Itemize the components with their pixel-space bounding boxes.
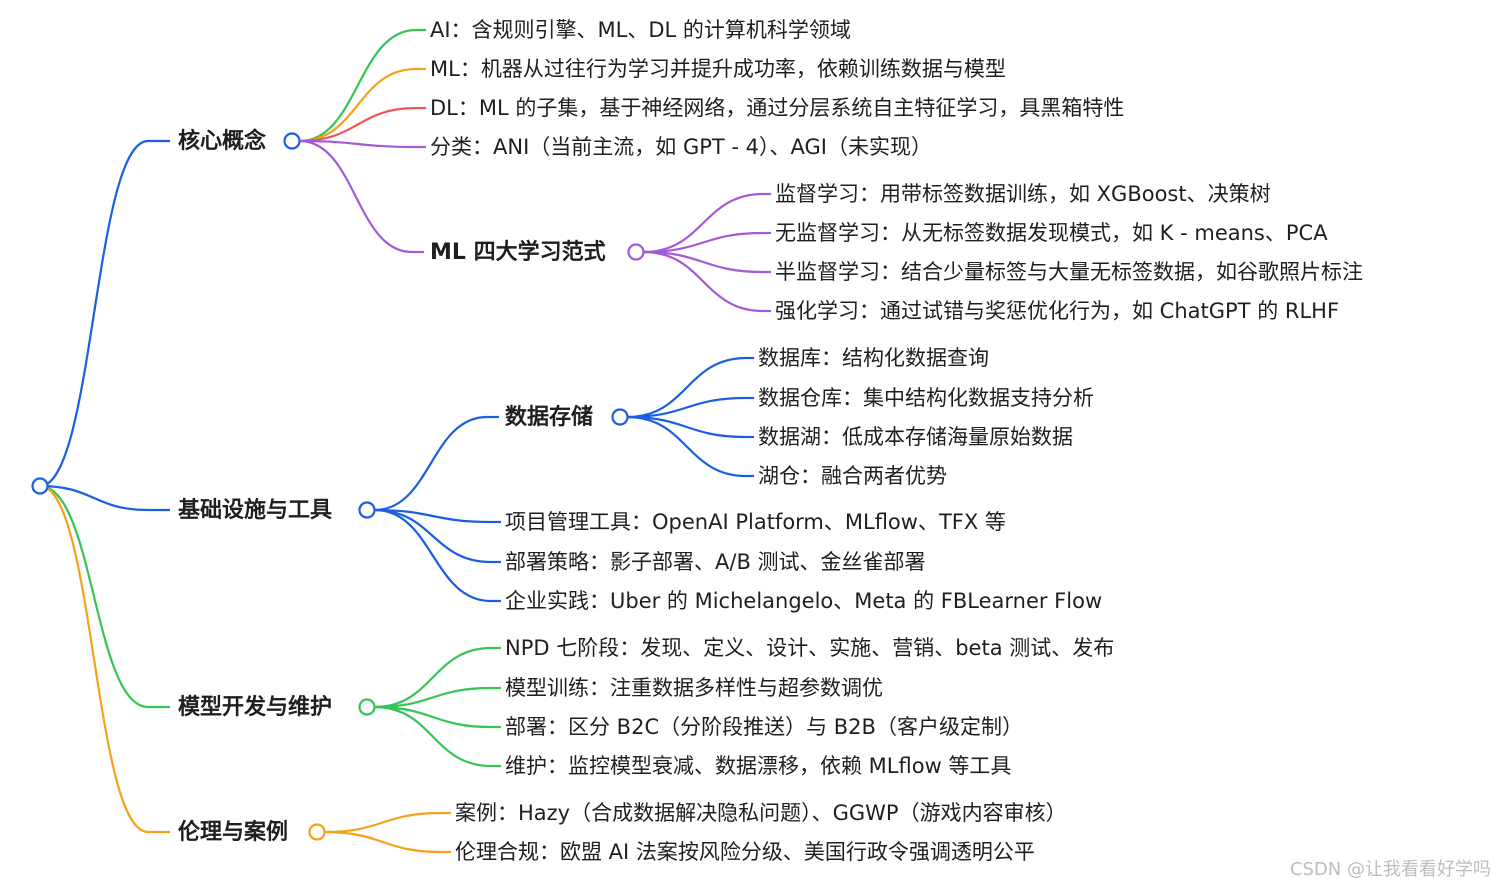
branch-node-circle[interactable] <box>308 823 326 841</box>
leaf-connector <box>627 356 747 419</box>
leaf-text: 项目管理工具：OpenAI Platform、MLflow、TFX 等 <box>505 510 1006 534</box>
branch-title: 模型开发与维护 <box>178 694 332 720</box>
branch-node-circle[interactable] <box>358 501 376 519</box>
leaf-text: 湖仓：融合两者优势 <box>758 464 947 488</box>
leaf-text: 半监督学习：结合少量标签与大量无标签数据，如谷歌照片标注 <box>775 260 1363 284</box>
root-branch-connector <box>39 139 149 488</box>
leaf-text: 部署策略：影子部署、A/B 测试、金丝雀部署 <box>505 550 926 574</box>
leaf-connector <box>374 705 492 768</box>
branch-title: 核心概念 <box>178 128 266 154</box>
root-branch-connector <box>39 484 149 709</box>
leaf-connector <box>299 67 417 143</box>
leaf-connector <box>643 250 764 313</box>
leaf-text: AI：含规则引擎、ML、DL 的计算机科学领域 <box>430 18 851 42</box>
leaf-text: 数据库：结构化数据查询 <box>758 346 989 370</box>
branch-child-connector <box>299 139 413 254</box>
leaf-connector <box>374 686 492 709</box>
leaf-connector <box>374 705 492 729</box>
leaf-connector <box>374 508 492 524</box>
leaf-text: 维护：监控模型衰减、数据漂移，依赖 MLflow 等工具 <box>505 754 1011 778</box>
leaf-text: 分类：ANI（当前主流，如 GPT - 4）、AGI（未实现） <box>430 135 932 159</box>
leaf-text: DL：ML 的子集，基于神经网络，通过分层系统自主特征学习，具黑箱特性 <box>430 96 1124 120</box>
leaf-connector <box>643 231 764 254</box>
leaf-text: 模型训练：注重数据多样性与超参数调优 <box>505 676 883 700</box>
leaf-text: 无监督学习：从无标签数据发现模式，如 K - means、PCA <box>775 221 1328 245</box>
leaf-connector <box>643 192 764 254</box>
leaf-text: NPD 七阶段：发现、定义、设计、实施、营销、beta 测试、发布 <box>505 636 1114 660</box>
root-branch-connector <box>39 484 149 512</box>
sub-branch-title: 数据存储 <box>505 404 593 430</box>
sub-branch-node-circle[interactable] <box>611 408 629 426</box>
leaf-connector <box>627 415 747 439</box>
leaf-text: 数据仓库：集中结构化数据支持分析 <box>758 386 1094 410</box>
leaf-text: 部署：区分 B2C（分阶段推送）与 B2B（客户级定制） <box>505 715 1023 739</box>
branch-title: 基础设施与工具 <box>178 497 332 523</box>
leaf-text: 数据湖：低成本存储海量原始数据 <box>758 425 1073 449</box>
leaf-connector <box>627 396 747 419</box>
watermark: CSDN @让我看看好学吗 <box>1289 859 1491 880</box>
leaf-connector <box>324 811 442 834</box>
sub-branch-title: ML 四大学习范式 <box>430 239 606 265</box>
leaf-connector <box>374 508 492 603</box>
leaf-connector <box>299 106 417 143</box>
leaf-connector <box>374 646 492 709</box>
leaf-text: 案例：Hazy（合成数据解决隐私问题）、GGWP（游戏内容审核） <box>455 801 1067 825</box>
leaf-text: 企业实践：Uber 的 Michelangelo、Meta 的 FBLearne… <box>505 589 1102 613</box>
leaf-connector <box>374 508 492 564</box>
leaf-text: 强化学习：通过试错与奖惩优化行为，如 ChatGPT 的 RLHF <box>775 299 1339 323</box>
leaf-text: 监督学习：用带标签数据训练，如 XGBoost、决策树 <box>775 182 1271 206</box>
branch-child-connector <box>374 415 488 512</box>
leaf-connector <box>627 415 747 478</box>
leaf-connector <box>299 28 417 143</box>
leaf-text: 伦理合规：欧盟 AI 法案按风险分级、美国行政令强调透明公平 <box>455 840 1035 864</box>
root-branch-connector <box>39 484 149 834</box>
branch-title: 伦理与案例 <box>178 819 288 845</box>
leaf-text: ML：机器从过往行为学习并提升成功率，依赖训练数据与模型 <box>430 57 1006 81</box>
sub-branch-node-circle[interactable] <box>627 243 645 261</box>
leaf-connector <box>324 830 442 854</box>
leaf-connector <box>643 250 764 274</box>
branch-node-circle[interactable] <box>283 132 301 150</box>
root-node-circle[interactable] <box>31 477 49 495</box>
branch-node-circle[interactable] <box>358 698 376 716</box>
leaf-connector <box>299 139 417 149</box>
